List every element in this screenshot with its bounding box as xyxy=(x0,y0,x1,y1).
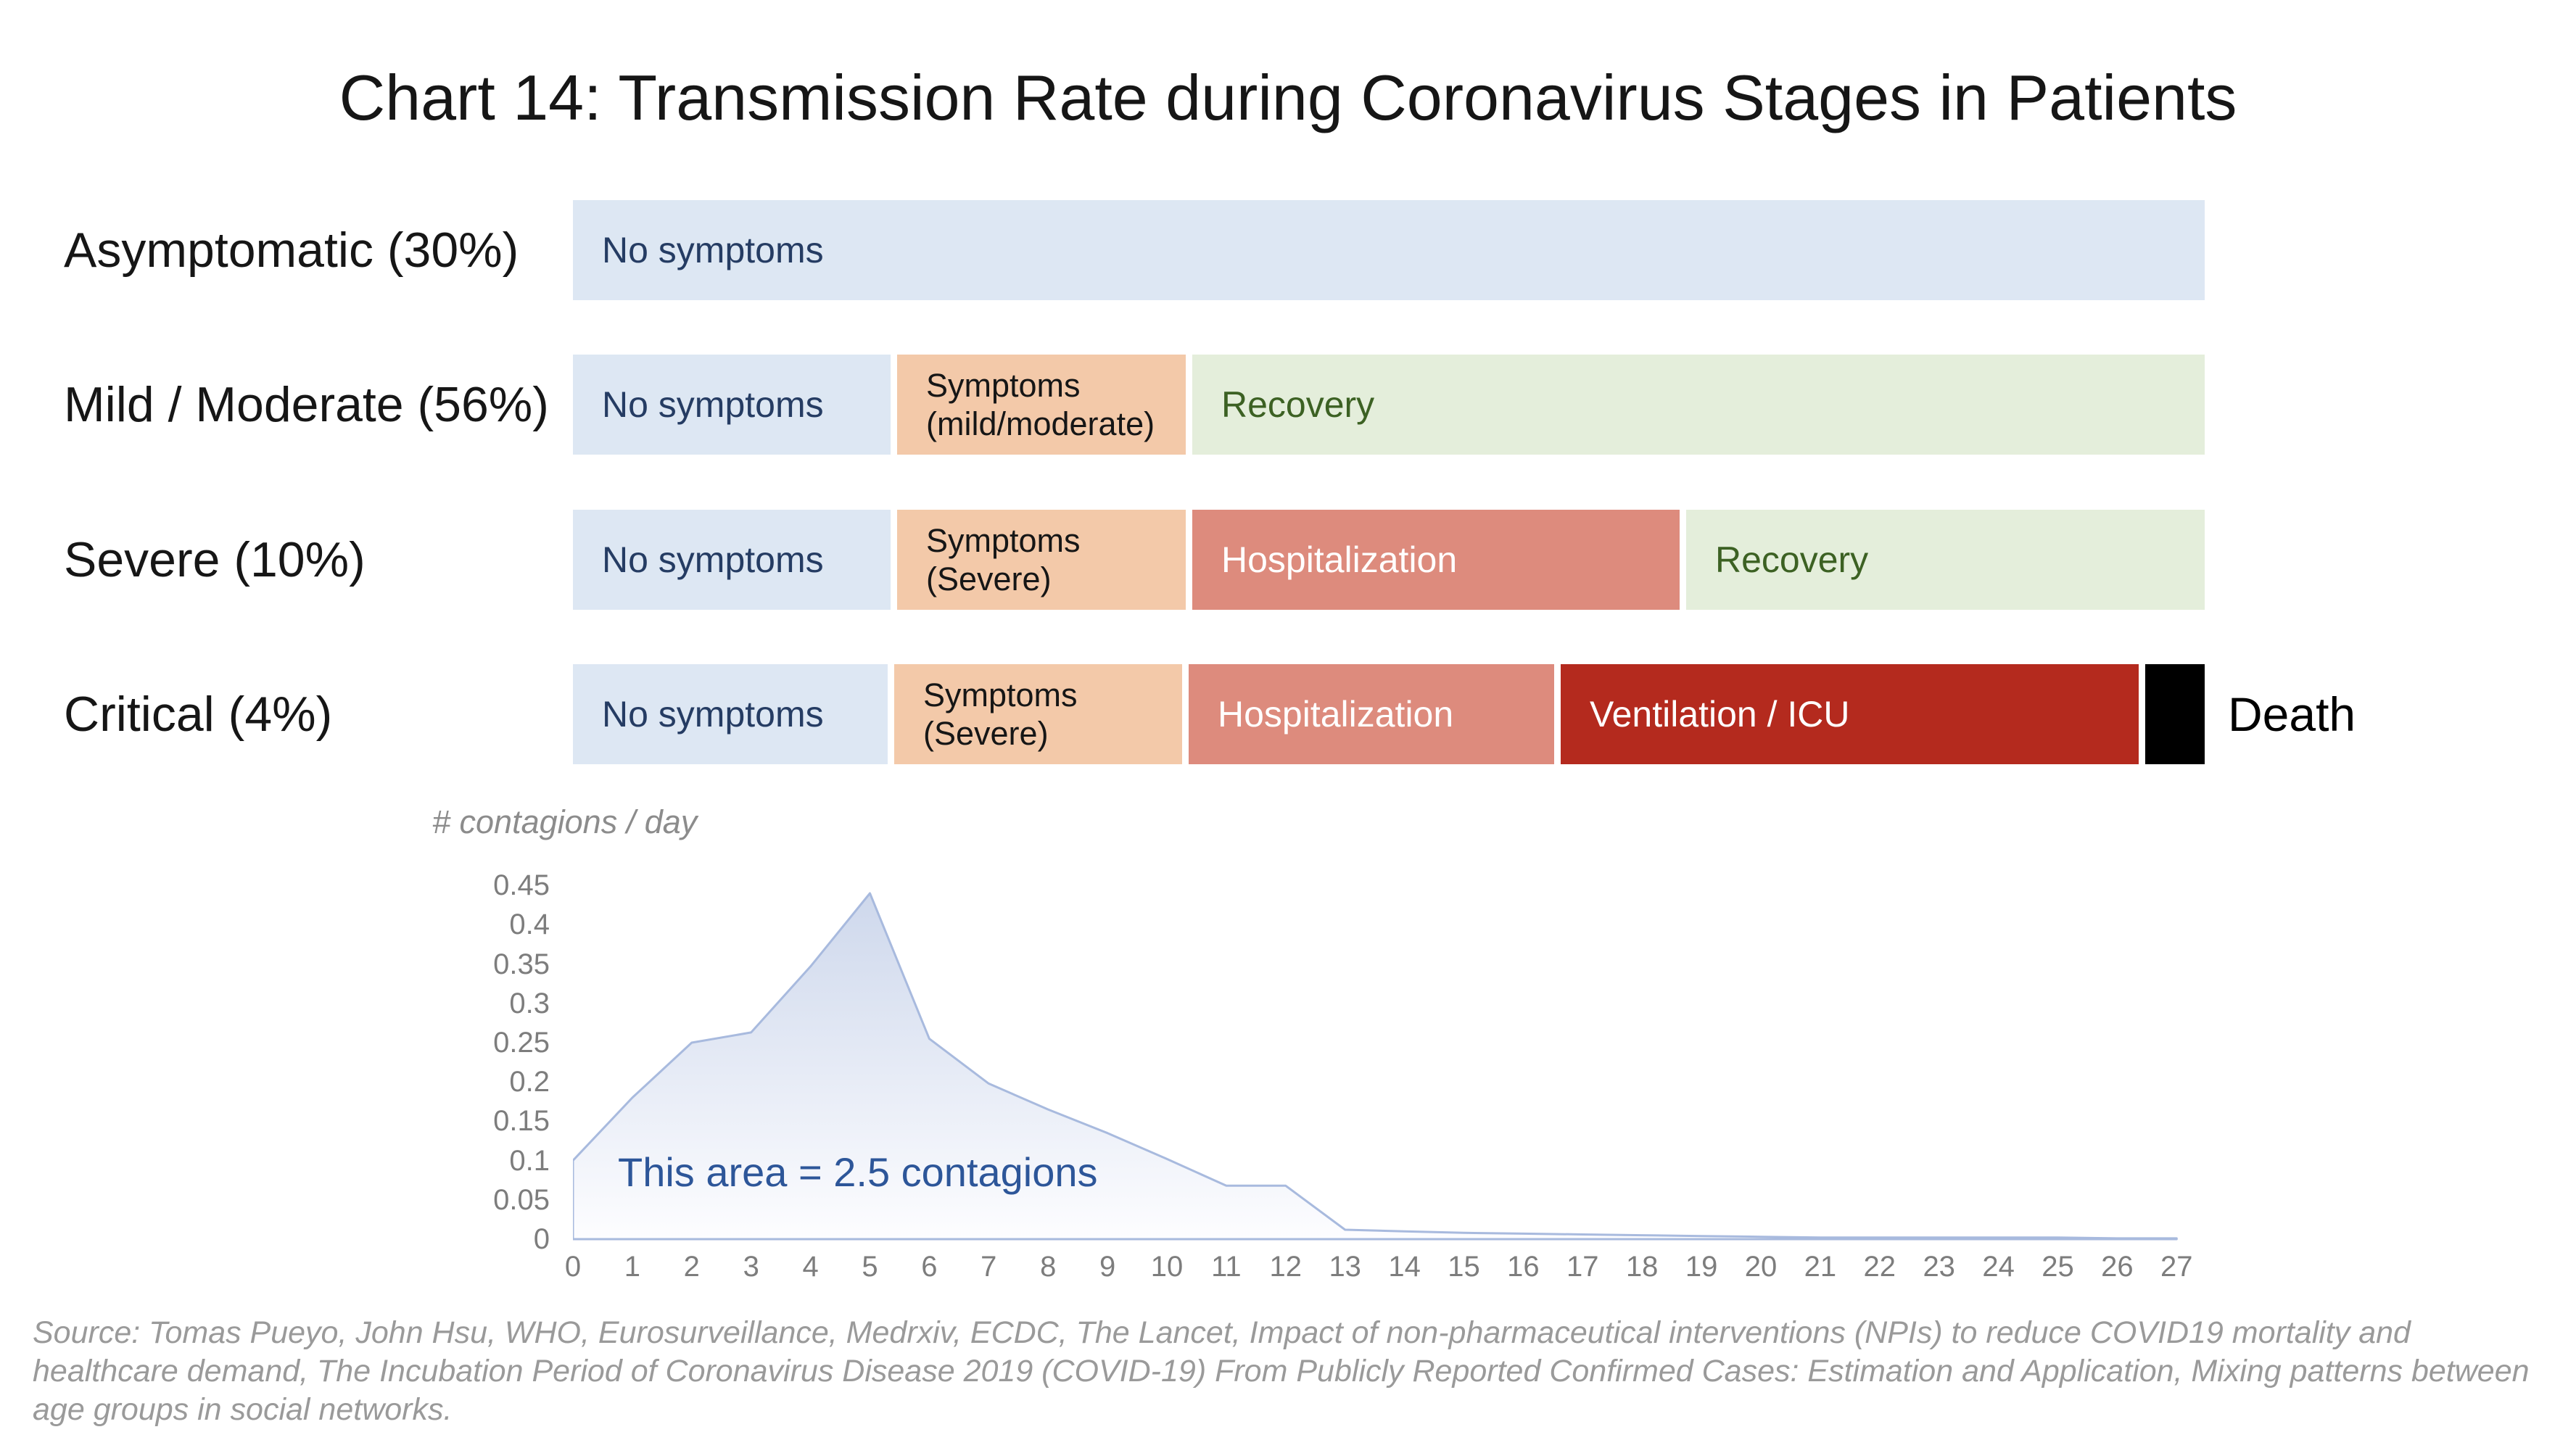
segment-text: Symptoms xyxy=(926,521,1081,559)
x-axis-tick: 5 xyxy=(862,1251,878,1283)
source-line: Source: Tomas Pueyo, John Hsu, WHO, Euro… xyxy=(33,1315,2411,1350)
x-axis-tick: 13 xyxy=(1329,1251,1361,1283)
stage-bar: No symptoms xyxy=(573,200,2205,300)
x-axis-tick: 19 xyxy=(1685,1251,1718,1283)
row-label: Mild / Moderate (56%) xyxy=(64,377,549,432)
x-axis-tick: 24 xyxy=(1982,1251,2015,1283)
y-axis-tick: 0.1 xyxy=(509,1144,550,1177)
x-axis-tick: 12 xyxy=(1269,1251,1303,1283)
segment-text: Ventilation / ICU xyxy=(1590,693,1850,735)
segment-text: Symptoms xyxy=(926,366,1081,404)
segment-text: Hospitalization xyxy=(1221,539,1458,580)
y-axis-tick: 0.15 xyxy=(493,1105,550,1138)
x-axis-tick: 4 xyxy=(802,1251,819,1283)
x-axis-tick: 1 xyxy=(624,1251,641,1283)
source-line: healthcare demand, The Incubation Period… xyxy=(33,1354,2530,1389)
contagions-area-shape xyxy=(573,892,2178,1241)
x-axis-tick: 26 xyxy=(2101,1251,2134,1283)
y-axis-tick: 0 xyxy=(533,1223,550,1255)
x-axis-tick: 16 xyxy=(1507,1251,1540,1283)
bar-segment-no-symptoms: No symptoms xyxy=(573,510,891,610)
y-axis-tick: 0.4 xyxy=(509,909,550,941)
stage-bar: No symptoms Symptoms(Severe) Hospitalizati… xyxy=(573,510,2205,610)
y-axis-tick: 0.3 xyxy=(509,987,550,1019)
x-axis-tick: 7 xyxy=(981,1251,997,1283)
area-annotation: This area = 2.5 contagions xyxy=(618,1149,1098,1195)
y-axis-tick: 0.45 xyxy=(493,869,550,902)
x-axis-tick: 27 xyxy=(2160,1251,2193,1283)
row-label: Critical (4%) xyxy=(64,687,333,742)
x-axis-tick: 25 xyxy=(2042,1251,2074,1283)
bar-segment-hospitalization: Hospitalization xyxy=(1192,510,1680,610)
segment-text: Hospitalization xyxy=(1218,693,1454,735)
bar-segment-death xyxy=(2145,664,2205,764)
segment-text: Recovery xyxy=(1221,384,1375,425)
segment-text: (Severe) xyxy=(926,560,1052,597)
stage-bar: No symptoms Symptoms(Severe) Hospitalizati… xyxy=(573,664,2205,764)
y-axis-tick: 0.35 xyxy=(493,948,550,980)
y-axis-tick: 0.05 xyxy=(493,1183,550,1216)
x-axis-tick: 11 xyxy=(1211,1251,1242,1283)
x-axis-tick: 15 xyxy=(1448,1251,1480,1283)
x-axis-tick: 6 xyxy=(921,1251,938,1283)
bar-segment-symptoms: Symptoms(Severe) xyxy=(894,664,1182,764)
x-axis-tick: 17 xyxy=(1566,1251,1599,1283)
bar-segment-hospitalization: Hospitalization xyxy=(1189,664,1554,764)
row-label: Asymptomatic (30%) xyxy=(64,223,519,278)
x-axis-tick: 22 xyxy=(1863,1251,1896,1283)
x-axis-tick: 23 xyxy=(1923,1251,1955,1283)
source-line: age groups in social networks. xyxy=(33,1392,453,1427)
stage-bar: No symptoms Symptoms(mild/moderate) Recove… xyxy=(573,355,2205,455)
x-axis-tick: 2 xyxy=(683,1251,700,1283)
y-axis-tick: 0.2 xyxy=(509,1066,550,1098)
x-axis-tick: 3 xyxy=(743,1251,759,1283)
bar-segment-symptoms: Symptoms(mild/moderate) xyxy=(897,355,1186,455)
segment-text: No symptoms xyxy=(602,539,824,580)
x-axis-tick: 18 xyxy=(1625,1251,1659,1283)
segment-text: (mild/moderate) xyxy=(926,405,1155,442)
bar-segment-symptoms: Symptoms(Severe) xyxy=(897,510,1186,610)
page-title: Chart 14: Transmission Rate during Coron… xyxy=(339,62,2237,133)
x-axis-tick: 0 xyxy=(564,1251,582,1283)
contagions-area-plot xyxy=(573,892,2178,1241)
row-label: Severe (10%) xyxy=(64,532,366,587)
segment-text: (Severe) xyxy=(923,715,1049,752)
x-axis-tick: 8 xyxy=(1040,1251,1057,1283)
source-note: Source: Tomas Pueyo, John Hsu, WHO, Euro… xyxy=(33,1314,2567,1429)
bar-segment-ventilation: Ventilation / ICU xyxy=(1561,664,2139,764)
death-label: Death xyxy=(2228,687,2356,741)
x-axis-tick: 14 xyxy=(1388,1251,1421,1283)
bar-segment-no-symptoms: No symptoms xyxy=(573,355,891,455)
x-axis-tick: 10 xyxy=(1150,1251,1184,1283)
segment-text: No symptoms xyxy=(602,384,824,425)
segment-text: Symptoms xyxy=(923,676,1078,713)
segment-text: No symptoms xyxy=(602,229,824,270)
bar-segment-no-symptoms: No symptoms xyxy=(573,200,2205,300)
bar-segment-recovery: Recovery xyxy=(1192,355,2205,455)
y-axis-title: # contagions / day xyxy=(432,803,698,840)
segment-text: Recovery xyxy=(1715,539,1869,580)
segment-text: No symptoms xyxy=(602,693,824,735)
x-axis-tick: 21 xyxy=(1804,1251,1837,1283)
bar-segment-recovery: Recovery xyxy=(1686,510,2205,610)
y-axis-tick: 0.25 xyxy=(493,1027,550,1059)
bar-segment-no-symptoms: No symptoms xyxy=(573,664,888,764)
x-axis-tick: 20 xyxy=(1744,1251,1778,1283)
x-axis-tick: 9 xyxy=(1099,1251,1116,1283)
